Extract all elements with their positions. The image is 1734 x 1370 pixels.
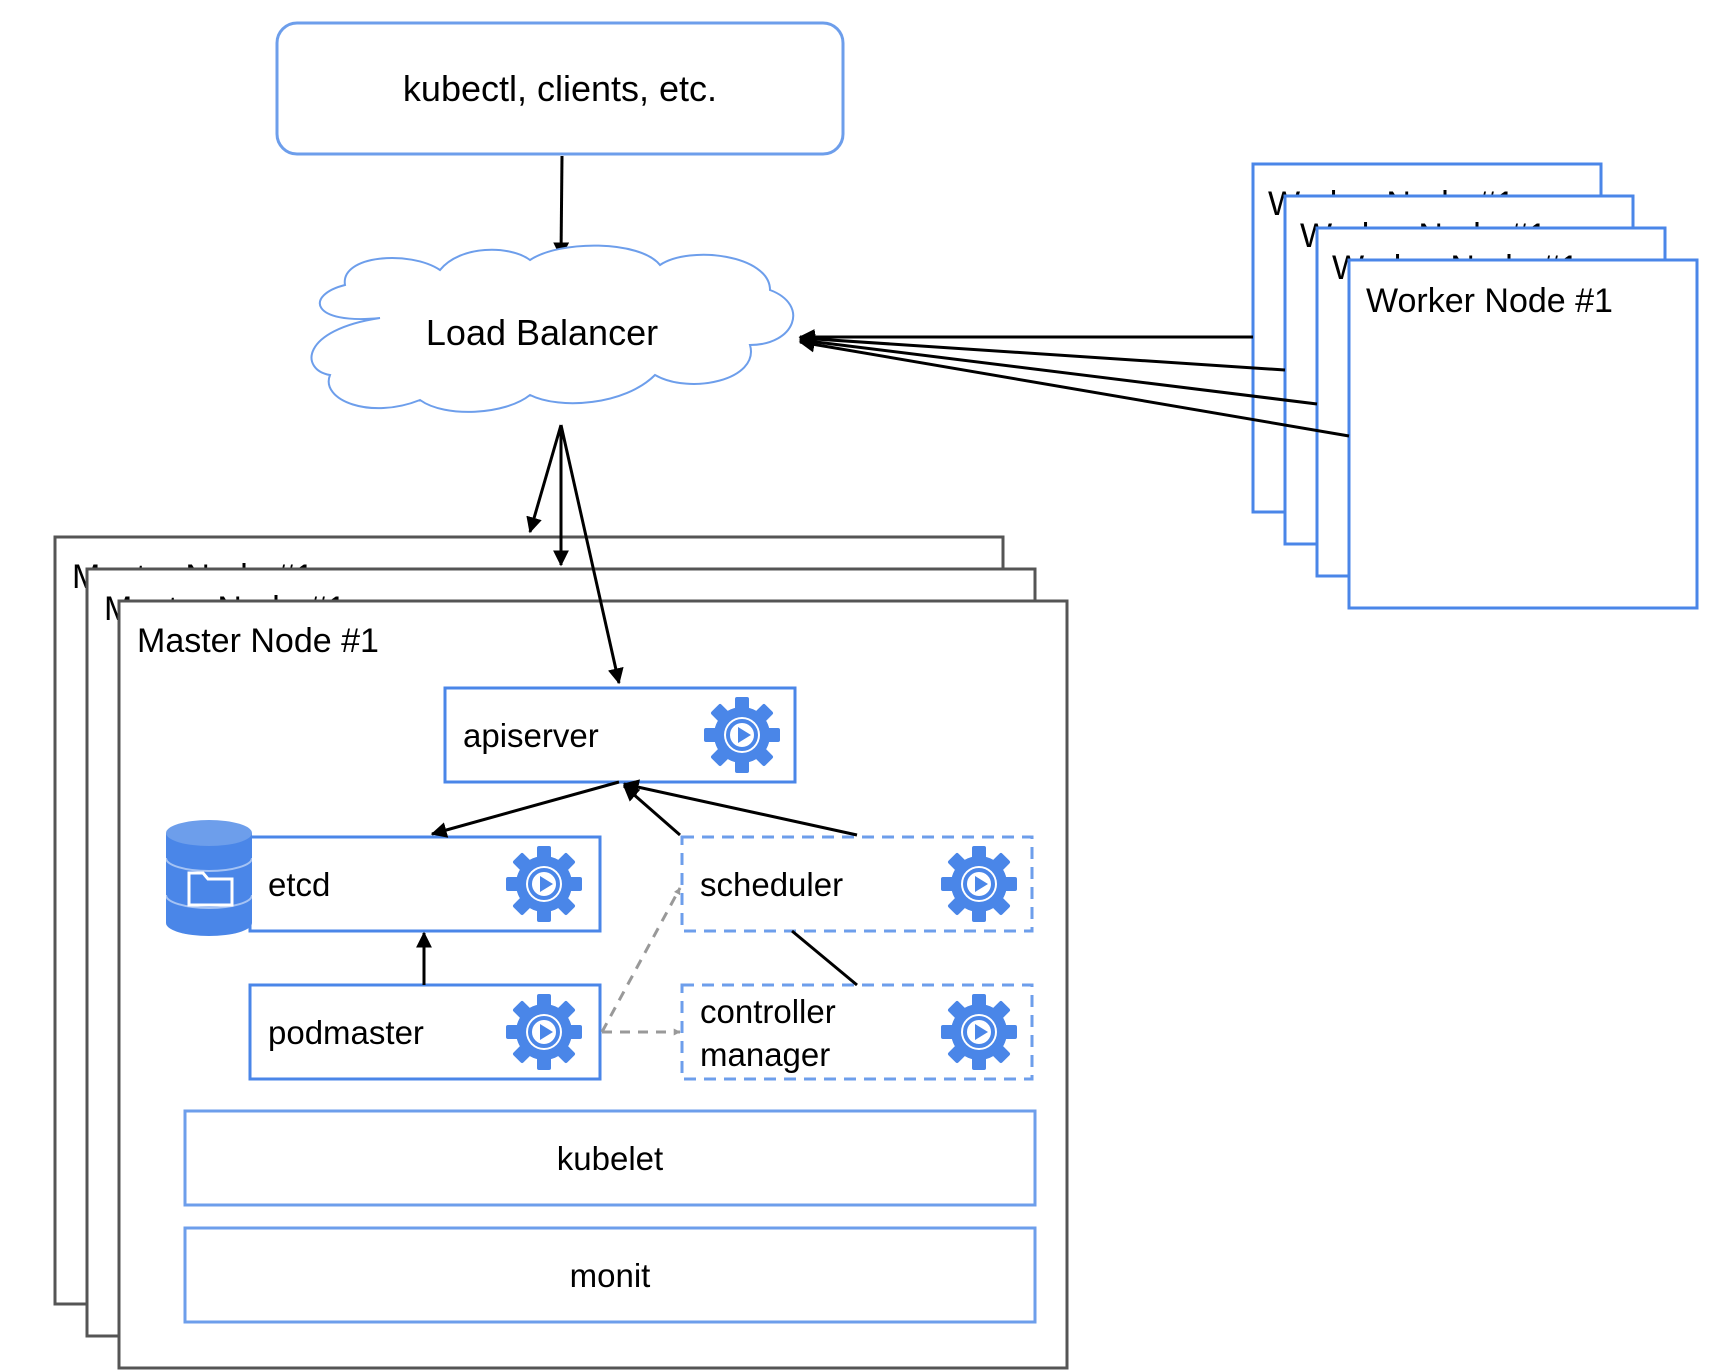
arrow-worker-2-to-lb — [798, 333, 1318, 406]
monit-box — [183, 1226, 1037, 1324]
controller-manager-gear-icon — [939, 992, 1019, 1072]
arrow-worker-3-to-lb — [798, 330, 1286, 372]
folder-icon — [187, 871, 234, 907]
etcd-gear-icon — [504, 844, 584, 924]
clients-box — [275, 21, 845, 156]
clients-label: kubectl, clients, etc. — [403, 68, 717, 109]
arrow-worker-1-to-lb — [798, 336, 1350, 438]
arrow-clients-to-lb — [553, 155, 570, 259]
arrow-lb-to-master-3 — [526, 424, 563, 534]
worker-node-1 — [1347, 258, 1699, 610]
apiserver-label: apiserver — [463, 717, 599, 754]
scheduler-label: scheduler — [700, 866, 843, 903]
worker-node-1-label: Worker Node #1 — [1366, 282, 1613, 320]
scheduler-gear-icon — [939, 844, 1019, 924]
monit-label: monit — [570, 1257, 651, 1294]
controller-manager-label-line1: controller — [700, 993, 836, 1030]
arrow-controller-manager-to-apiserver — [622, 779, 858, 837]
kubelet-box — [183, 1109, 1037, 1207]
kubelet-label: kubelet — [557, 1140, 663, 1177]
dashed-arrow-podmaster-to-scheduler — [600, 887, 682, 1033]
load-balancer-label: Load Balancer — [426, 312, 658, 353]
arrow-apiserver-to-etcd — [430, 780, 620, 838]
database-icon — [165, 820, 253, 936]
podmaster-gear-icon — [504, 992, 584, 1072]
load-balancer-cloud — [310, 244, 795, 413]
arrow-lb-to-apiserver — [559, 424, 624, 685]
controller-manager-label-line2: manager — [700, 1036, 830, 1073]
master-node-1-label: Master Node #1 — [137, 622, 379, 660]
podmaster-label: podmaster — [268, 1014, 424, 1051]
link-scheduler-controller-manager — [791, 929, 858, 987]
apiserver-gear-icon — [702, 695, 782, 775]
etcd-label: etcd — [268, 866, 330, 903]
